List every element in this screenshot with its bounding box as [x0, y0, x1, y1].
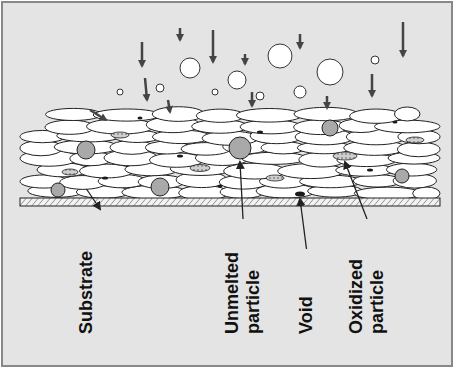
spray-droplets [117, 44, 379, 100]
leader-line [240, 162, 243, 219]
splat-layers [20, 107, 440, 200]
splat [236, 109, 302, 123]
leader-line [345, 162, 367, 219]
oxidized-particles [62, 132, 424, 181]
part-label: Void [296, 254, 317, 334]
splat [294, 107, 358, 120]
part-label: Unmelted particle [222, 224, 264, 334]
leader-line [87, 189, 101, 209]
leader-line [300, 199, 307, 249]
unmelted-particles [51, 120, 409, 197]
part-label: Oxidized particle [346, 224, 388, 334]
part-label: Substrate [76, 194, 97, 334]
splat [80, 164, 133, 178]
substrate-strip [20, 198, 440, 206]
spray-arrows [90, 22, 403, 120]
splat [394, 107, 420, 121]
splat [386, 163, 436, 176]
